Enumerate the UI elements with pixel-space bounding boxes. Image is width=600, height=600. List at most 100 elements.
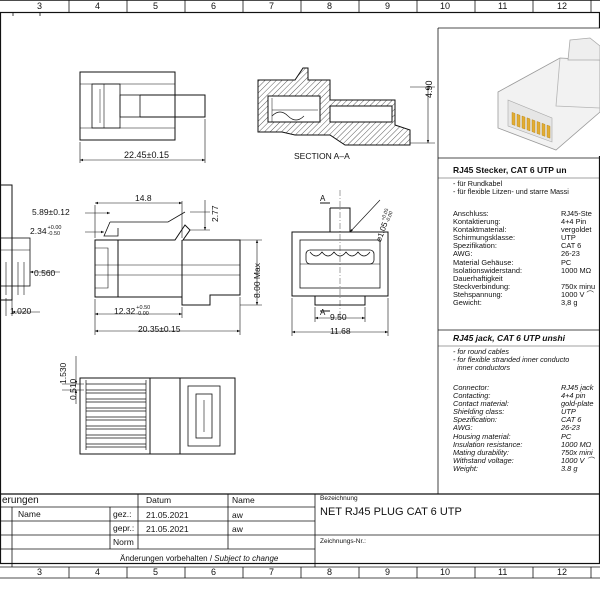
grid-number: 3 bbox=[37, 567, 43, 577]
spec-box-frame bbox=[437, 27, 600, 494]
spec-value: 26-23 bbox=[561, 423, 580, 433]
spec-key: Anschluss: bbox=[453, 210, 489, 218]
changes-name-col: Name bbox=[18, 509, 41, 519]
grid-number: 10 bbox=[440, 1, 451, 11]
spec-en-row: AWG: 26-23 bbox=[453, 424, 600, 432]
dim-20-35: 20.35±0.15 bbox=[138, 324, 181, 334]
grid-number: 12 bbox=[557, 567, 568, 577]
spec-value: UTP bbox=[561, 233, 576, 243]
product-photo bbox=[438, 28, 600, 156]
spec-de-row: Spezifikation:CAT 6 bbox=[453, 242, 600, 250]
section-a-a-view bbox=[257, 67, 411, 146]
dim-0-560: 0.560 bbox=[34, 268, 56, 278]
dim-22-45: 22.45±0.15 bbox=[124, 150, 169, 160]
spec-key: Housing material: bbox=[453, 431, 511, 441]
section-marker-a-bottom: A bbox=[320, 308, 326, 317]
spec-key: Isolationswiderstand: bbox=[453, 265, 523, 275]
spec-de-row: Gewicht: 3,8 g bbox=[453, 298, 600, 308]
spec-key: Dauerhaftigkeit bbox=[453, 273, 503, 283]
spec-value: 1000 V ⌒ bbox=[561, 455, 594, 465]
spec-key: Stehspannung: bbox=[453, 289, 503, 299]
spec-en-row: Contact material:gold-plate bbox=[453, 400, 600, 408]
grid-number: 10 bbox=[440, 567, 451, 577]
spec-value: 1000 MΩ bbox=[561, 439, 592, 449]
spec-value: 3.8 g bbox=[561, 463, 578, 473]
spec-value: 1000 MΩ bbox=[561, 265, 592, 275]
spec-value: UTP bbox=[561, 407, 576, 417]
side-view bbox=[94, 211, 241, 306]
spec-value: PC bbox=[561, 431, 572, 441]
section-label: SECTION A–A bbox=[294, 151, 350, 161]
spec-key: Spezifikation: bbox=[453, 241, 497, 251]
spec-en-note: - for flexible stranded inner conducto bbox=[453, 355, 570, 364]
grid-number: 4 bbox=[95, 1, 101, 11]
spec-key: Weight: bbox=[453, 463, 478, 473]
spec-value: vergoldet bbox=[561, 225, 592, 235]
spec-key: Kontaktierung: bbox=[453, 217, 501, 227]
grid-number: 5 bbox=[153, 567, 159, 577]
gepr-name: aw bbox=[232, 524, 243, 534]
spec-de-row: Kontaktierung: 4+4 Pin bbox=[453, 217, 600, 227]
spec-key: Contacting: bbox=[453, 391, 491, 401]
grid-number: 4 bbox=[95, 567, 101, 577]
norm-label: Norm bbox=[113, 537, 134, 547]
spec-de-row: Schirmungsklasse: UTP bbox=[453, 234, 600, 242]
spec-en-row: Weight: 3.8 g bbox=[453, 463, 600, 473]
left-partial-view bbox=[0, 184, 31, 301]
spec-en-table: Connector:RJ45 jack Contacting: 4+4 pin C… bbox=[453, 384, 600, 473]
spec-en-row: Spezification:CAT 6 bbox=[453, 416, 600, 424]
spec-en-note: inner conductors bbox=[453, 363, 511, 372]
grid-number: 5 bbox=[153, 1, 159, 11]
spec-value: 4+4 Pin bbox=[561, 217, 587, 227]
spec-key: Steckverbindung: bbox=[453, 281, 511, 291]
spec-key: Schirmungsklasse: bbox=[453, 233, 516, 243]
spec-key: Insulation resistance: bbox=[453, 439, 523, 449]
spec-en-row: Housing material: PC bbox=[453, 431, 600, 441]
spec-value: 1000 V ⌒ bbox=[561, 289, 594, 299]
spec-value: RJ45 jack bbox=[561, 384, 594, 392]
spec-key: Withstand voltage: bbox=[453, 455, 514, 465]
gez-name: aw bbox=[232, 510, 243, 520]
spec-en-note: - for round cables bbox=[453, 347, 509, 356]
spec-value: 26-23 bbox=[561, 249, 580, 259]
changes-header: erungen bbox=[2, 495, 39, 506]
spec-de-row: Isolationswiderstand: 1000 MΩ bbox=[453, 265, 600, 275]
grid-number: 12 bbox=[557, 1, 568, 11]
spec-key: Gewicht: bbox=[453, 298, 482, 308]
grid-number: 7 bbox=[269, 567, 275, 577]
spec-de-row: Anschluss: RJ45-Ste bbox=[453, 210, 600, 218]
spec-key: Material Gehäuse: bbox=[453, 257, 514, 267]
spec-de-title: RJ45 Stecker, CAT 6 UTP un bbox=[453, 165, 567, 175]
front-view bbox=[291, 190, 389, 320]
dim-14-8: 14.8 bbox=[135, 193, 152, 203]
subject-to-change: Änderungen vorbehalten / Subject to chan… bbox=[120, 554, 278, 563]
spec-value: CAT 6 bbox=[561, 415, 582, 425]
bottom-view bbox=[79, 377, 236, 455]
gepr-date: 21.05.2021 bbox=[146, 524, 189, 534]
spec-key: AWG: bbox=[453, 249, 473, 259]
spec-value: 4+4 pin bbox=[561, 391, 586, 401]
subject-de: Änderungen vorbehalten / bbox=[120, 554, 215, 563]
dim-2-77: 2.77 bbox=[210, 205, 220, 222]
spec-en-title: RJ45 jack, CAT 6 UTP unshi bbox=[453, 333, 565, 343]
dim-1-020: 1.020 bbox=[10, 306, 32, 316]
spec-de-note: - für Rundkabel bbox=[453, 179, 503, 188]
spec-en-row: Insulation resistance: 1000 MΩ bbox=[453, 439, 600, 449]
dim-0-510: 0.510 bbox=[68, 378, 78, 400]
section-marker-a-top: A bbox=[320, 194, 326, 203]
spec-value: 3,8 g bbox=[561, 298, 578, 308]
spec-en-row: Withstand voltage: 1000 V ⌒ bbox=[453, 455, 600, 465]
datum-header: Datum bbox=[146, 495, 172, 505]
spec-en-row: Shielding class:UTP bbox=[453, 408, 600, 416]
grid-number: 7 bbox=[269, 1, 275, 11]
spec-en-row: Connector:RJ45 jack bbox=[453, 384, 600, 392]
name-header: Name bbox=[232, 495, 255, 505]
spec-de-row: AWG: 26-23 bbox=[453, 250, 600, 258]
spec-de-row: Stehspannung: 1000 V ⌒ bbox=[453, 289, 600, 299]
spec-key: AWG: bbox=[453, 423, 473, 433]
spec-value: gold-plate bbox=[561, 399, 594, 409]
dim-1-530: 1.530 bbox=[58, 362, 68, 384]
spec-value: RJ45-Ste bbox=[561, 210, 592, 218]
gez-label: gez.: bbox=[113, 509, 132, 519]
title-block bbox=[0, 493, 600, 567]
